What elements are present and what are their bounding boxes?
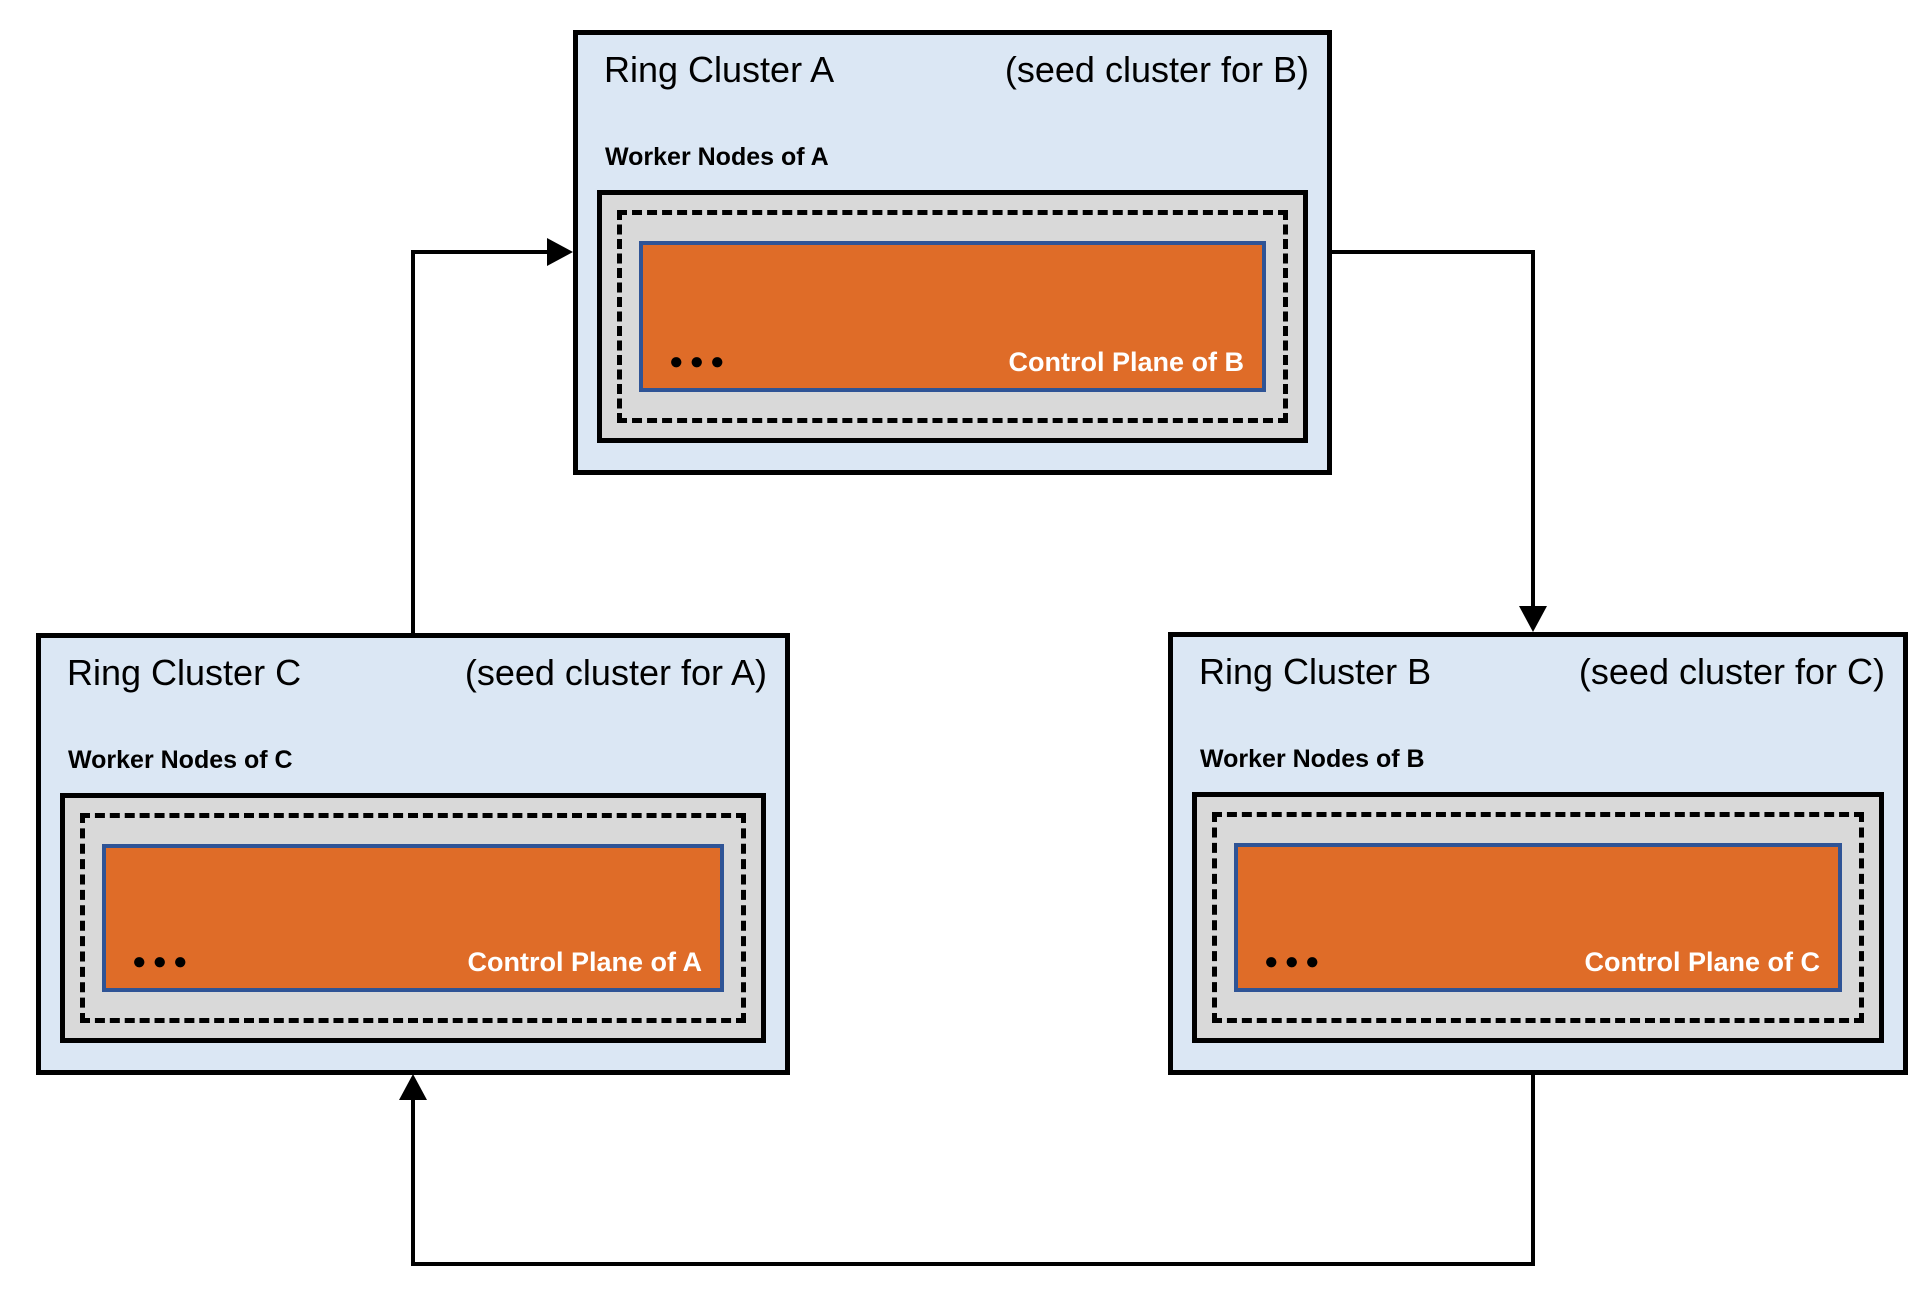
- cluster-c-seed-note: (seed cluster for A): [464, 652, 767, 693]
- cluster-a: Ring Cluster A (seed cluster for B) Work…: [573, 30, 1332, 475]
- cluster-b-title: Ring Cluster B: [1199, 651, 1432, 692]
- connector-b-to-c-vertical-left: [411, 1099, 415, 1266]
- cluster-c-worker-label: Worker Nodes of C: [68, 746, 293, 774]
- arrowhead-into-c-icon: [399, 1074, 427, 1100]
- cluster-b-control-plane: ●●● Control Plane of C: [1234, 843, 1842, 992]
- cluster-b-seed-note: (seed cluster for C): [1578, 651, 1885, 692]
- ellipsis-dots: ●●●: [1264, 948, 1326, 975]
- arrowhead-into-a-icon: [547, 238, 573, 266]
- connector-a-to-b-horizontal: [1330, 250, 1535, 254]
- cluster-c-control-label: Control Plane of A: [467, 947, 703, 977]
- cluster-b-worker-box: ●●● Control Plane of C: [1192, 792, 1884, 1043]
- ellipsis-dots: ●●●: [132, 948, 194, 975]
- cluster-c: Ring Cluster C (seed cluster for A) Work…: [36, 633, 790, 1075]
- cluster-a-control-label: Control Plane of B: [1008, 347, 1245, 377]
- cluster-a-dashed-box: ●●● Control Plane of B: [617, 210, 1288, 423]
- connector-b-to-c-vertical-right: [1531, 1073, 1535, 1266]
- cluster-a-worker-box: ●●● Control Plane of B: [597, 190, 1308, 443]
- cluster-c-title-row: Ring Cluster C (seed cluster for A): [41, 638, 785, 694]
- cluster-a-title: Ring Cluster A: [604, 49, 835, 90]
- cluster-a-seed-note: (seed cluster for B): [1004, 49, 1309, 90]
- connector-c-to-a-horizontal: [411, 250, 549, 254]
- cluster-a-control-plane: ●●● Control Plane of B: [639, 241, 1266, 392]
- cluster-b-worker-label: Worker Nodes of B: [1200, 745, 1425, 773]
- arrowhead-into-b-icon: [1519, 606, 1547, 632]
- connector-c-to-a-vertical: [411, 250, 415, 633]
- connector-a-to-b-vertical: [1531, 250, 1535, 610]
- cluster-b-title-row: Ring Cluster B (seed cluster for C): [1173, 637, 1903, 693]
- cluster-a-title-row: Ring Cluster A (seed cluster for B): [578, 35, 1327, 91]
- ellipsis-dots: ●●●: [669, 348, 731, 375]
- cluster-a-worker-label: Worker Nodes of A: [605, 143, 829, 171]
- cluster-c-worker-box: ●●● Control Plane of A: [60, 793, 766, 1043]
- cluster-c-dashed-box: ●●● Control Plane of A: [80, 813, 746, 1023]
- cluster-b-dashed-box: ●●● Control Plane of C: [1212, 812, 1864, 1023]
- cluster-c-title: Ring Cluster C: [67, 652, 302, 693]
- connector-b-to-c-horizontal: [411, 1262, 1535, 1266]
- cluster-b-control-label: Control Plane of C: [1584, 947, 1821, 977]
- cluster-c-control-plane: ●●● Control Plane of A: [102, 844, 724, 992]
- cluster-b: Ring Cluster B (seed cluster for C) Work…: [1168, 632, 1908, 1075]
